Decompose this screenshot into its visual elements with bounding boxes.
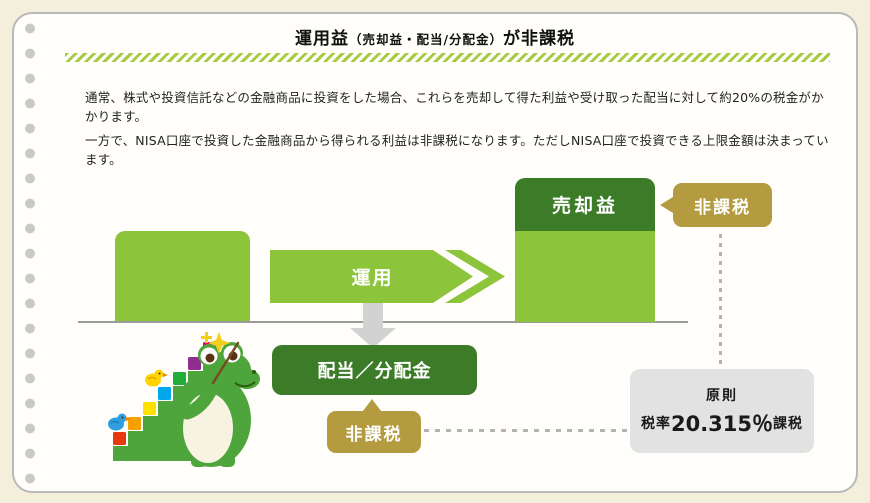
paragraph-2: 一方で、NISA口座で投資した金融商品から得られる利益は非課税になります。ただし… (85, 133, 829, 167)
dividend-box: 配当／分配金 (272, 345, 477, 395)
tax-free-badge-top: 非課税 (660, 183, 772, 227)
sparkle-plus-icon (201, 332, 212, 343)
principal-box (115, 231, 250, 321)
eye (205, 353, 215, 363)
blue-bird-icon (108, 413, 131, 431)
operation-label: 運用 (351, 267, 394, 289)
operation-arrow: 運用 (270, 250, 510, 303)
yellow-bird-icon (145, 369, 168, 387)
arrow-banner-shape (270, 250, 505, 303)
dotted-line-vertical (719, 234, 722, 364)
tax-free-bottom-label: 非課税 (345, 424, 403, 445)
title-paren: （売却益・配当/分配金） (348, 32, 504, 47)
dotted-line-horizontal (424, 429, 632, 432)
tax-rate-prefix: 税率 (640, 415, 671, 432)
capital-gain-label: 売却益 (515, 178, 655, 231)
gain-bar-body (515, 231, 655, 322)
title-suffix: が非課税 (503, 29, 576, 49)
bubble-tail-up (363, 399, 381, 411)
striped-divider (65, 53, 830, 62)
title-main: 運用益 (294, 29, 349, 49)
tax-free-top-label: 非課税 (694, 197, 751, 218)
mascot-crocodile-icon (95, 328, 260, 468)
gain-bar: 売却益 (515, 178, 655, 322)
tax-rate-value: 20.315％ (670, 411, 774, 436)
down-arrow-icon (350, 298, 396, 348)
smile (234, 381, 256, 388)
nostril (252, 370, 256, 374)
tax-rate-suffix: 課税 (773, 415, 804, 432)
page-title: 運用益（売却益・配当/分配金）が非課税 (0, 24, 870, 49)
paragraph-1: 通常、株式や投資信託などの金融商品に投資をした場合、これらを売却して得た利益や受… (85, 90, 824, 124)
tax-rule-label: 原則 (706, 387, 738, 404)
pointer-stick (211, 341, 240, 385)
bubble-tail-left (660, 197, 673, 213)
binding-holes (22, 16, 38, 484)
tax-free-badge-bottom: 非課税 (327, 399, 421, 453)
sparkle-star-icon (208, 332, 230, 354)
